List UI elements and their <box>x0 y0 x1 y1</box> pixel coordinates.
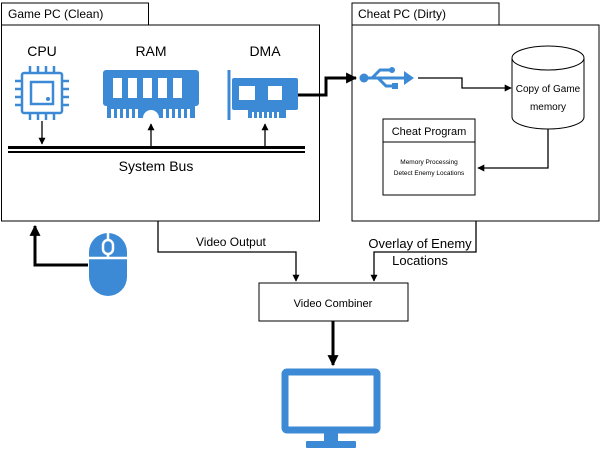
memory-copy-label-1: Copy of Game <box>516 84 581 95</box>
cheat-pc-title: Cheat PC (Dirty) <box>358 7 446 21</box>
memory-copy-label-2: memory <box>530 102 566 113</box>
memory-to-program-arrow <box>477 129 549 172</box>
dma-label: DMA <box>249 43 281 59</box>
database-icon <box>511 45 585 130</box>
game-pc-box <box>1 24 320 222</box>
video-combiner-label: Video Combiner <box>294 298 373 310</box>
overlay-label-2: Locations <box>392 253 448 268</box>
cpu-label: CPU <box>27 43 57 59</box>
ram-label: RAM <box>135 43 166 59</box>
system-bus <box>8 146 305 153</box>
overlay-arrow <box>370 221 477 282</box>
usb-icon <box>359 67 414 89</box>
video-output-label: Video Output <box>196 235 266 249</box>
video-combiner-box <box>258 282 409 322</box>
overlay-label-1: Overlay of Enemy <box>368 236 472 251</box>
cheat-program-line2: Detect Enemy Locations <box>394 170 465 177</box>
video-output-arrow <box>157 221 300 282</box>
system-bus-label: System Bus <box>119 158 194 174</box>
cpu-icon <box>15 66 69 120</box>
ram-icon <box>103 70 199 118</box>
monitor-icon <box>281 368 381 448</box>
game-pc-title: Game PC (Clean) <box>8 7 103 21</box>
dma-to-usb-link <box>298 72 358 97</box>
cheat-program-line1: Memory Processing <box>400 159 458 166</box>
dma-card-icon <box>227 70 298 120</box>
game-pc-container: Game PC (Clean) <box>1 2 320 222</box>
usb-to-memory-arrow <box>418 77 512 92</box>
mouse-icon <box>89 233 127 296</box>
mouse-input-arrow <box>29 224 88 267</box>
cheat-program-title: Cheat Program <box>392 126 467 138</box>
cheat-program-box <box>382 118 476 196</box>
